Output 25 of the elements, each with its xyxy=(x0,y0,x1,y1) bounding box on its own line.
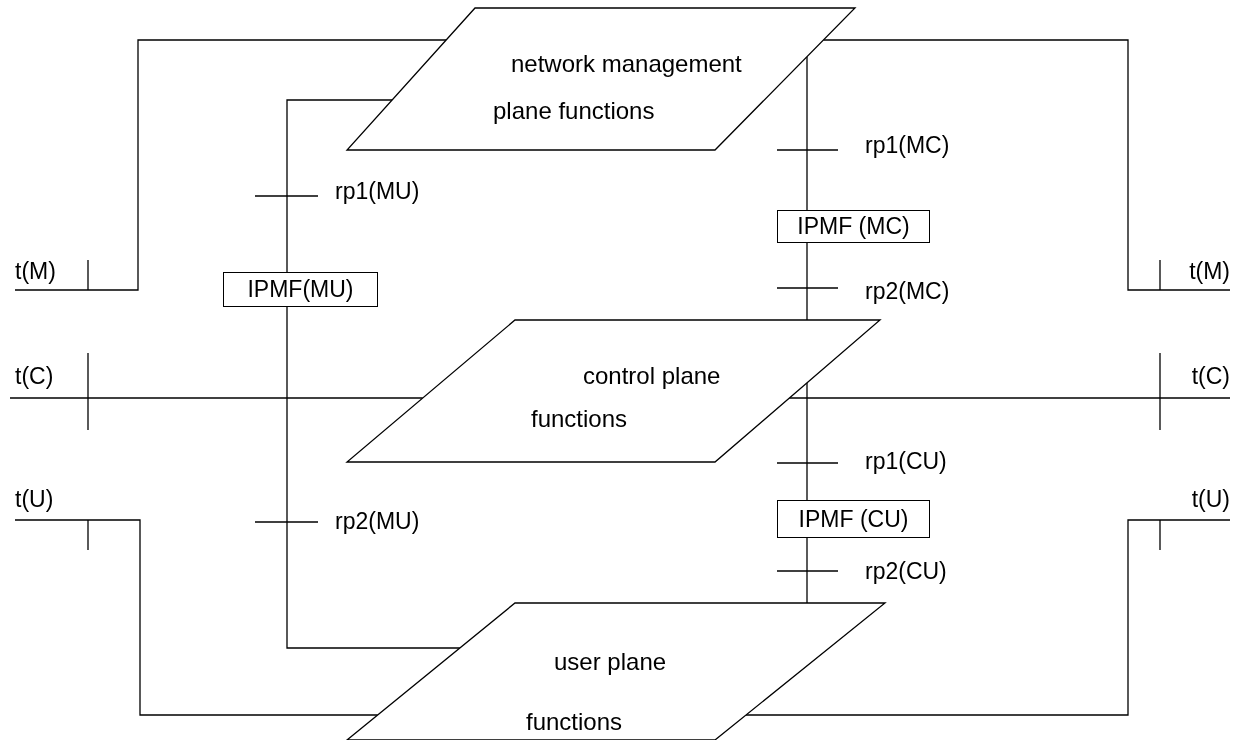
plane-label: network management plane functions xyxy=(493,49,743,126)
function-box: IPMF(MU) xyxy=(223,272,378,307)
connector-line xyxy=(286,99,393,273)
reference-point-label: rp2(MU) xyxy=(335,510,420,533)
reference-point-label: rp1(CU) xyxy=(865,450,947,473)
terminal-label: t(C) xyxy=(15,365,54,388)
terminal-label: t(M) xyxy=(1189,260,1230,283)
reference-point-label: rp1(MU) xyxy=(335,180,420,203)
plane-label: control plane functions xyxy=(531,361,722,434)
terminal-label: t(U) xyxy=(1191,488,1230,511)
terminal-label: t(M) xyxy=(15,260,56,283)
reference-point-label: rp1(MC) xyxy=(865,134,950,157)
terminal-label: t(U) xyxy=(15,488,54,511)
connector-line xyxy=(806,382,808,501)
connector-line xyxy=(806,537,808,604)
function-box: IPMF (MC) xyxy=(777,210,930,243)
connector-line xyxy=(806,242,808,321)
connector-line xyxy=(14,519,379,716)
connector-line xyxy=(806,56,808,211)
terminal-label: t(C) xyxy=(1191,365,1230,388)
reference-point-label: rp2(MC) xyxy=(865,280,950,303)
connector-line xyxy=(14,39,447,291)
plane-label: user plane functions xyxy=(526,647,668,737)
reference-point-label: rp2(CU) xyxy=(865,560,947,583)
function-box: IPMF (CU) xyxy=(777,500,930,538)
